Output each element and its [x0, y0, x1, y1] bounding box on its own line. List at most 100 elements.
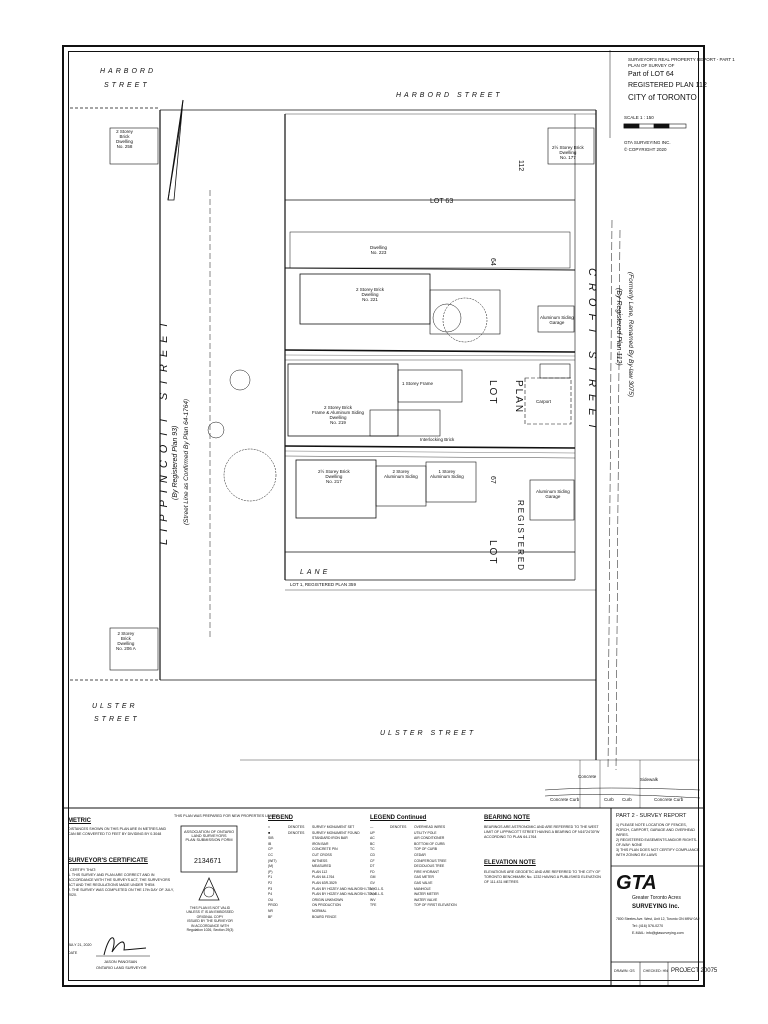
curb-label-4: Concrete Curb — [654, 797, 684, 802]
legend-symbol: CP — [268, 847, 273, 852]
legend-denotes — [288, 915, 312, 921]
frame-1-storey: 1 Storey Frame — [402, 381, 434, 386]
legend-description: PLAN BY HOZEY AND HALWOSH LTD., O.L.S. — [312, 886, 385, 891]
legend-symbol: DT — [370, 864, 375, 869]
legend-description: DECIDUOUS TREE — [414, 864, 445, 869]
harbord-left-2: STREET — [104, 82, 150, 89]
legend-description: MEASURED — [312, 864, 332, 869]
checked-by: CHECKED: HN — [643, 969, 668, 973]
stamp-top-note: THIS PLAN WAS PREPARED FOR NEW PROPERTIE… — [174, 814, 280, 818]
carport-label: Carport — [536, 399, 552, 404]
legend-symbol: CD — [370, 852, 375, 857]
lot-vertical-label-2: LOT — [487, 540, 498, 566]
certificate-heading: SURVEYOR'S CERTIFICATE — [68, 858, 148, 864]
gta-phone: Tel: (416) 576-0270 — [632, 924, 664, 928]
drawing-frame — [68, 51, 699, 981]
legend-symbol: AC — [370, 836, 375, 841]
certificate-date: JULY 21, 2020 — [68, 943, 92, 947]
legend-description: GAS METER — [414, 875, 434, 880]
legend-symbol: PROD — [268, 903, 278, 908]
legend-description: TOP OF FIRST ELEVATION — [414, 903, 457, 908]
legend-description: NORMAL — [312, 908, 327, 913]
bearing-text: BEARINGS ARE ASTRONOMIC AND ARE REFERRED… — [484, 825, 600, 839]
legend-description: IRON BAR — [312, 841, 329, 846]
croft-sub-1: (By Registered Plan 112) — [615, 288, 622, 366]
ulster-left-2: STREET — [94, 716, 140, 723]
legend-symbol: BC — [370, 841, 375, 846]
legend-row: MH MANHOLE — [370, 887, 457, 893]
legend-row: AC AIR CONDITIONER — [370, 836, 457, 842]
sidewalk-label: Sidewalk — [640, 777, 659, 782]
title-line-1: SURVEYOR'S REAL PROPERTY REPORT - PART 1 — [628, 57, 735, 62]
legend-description: MANHOLE — [414, 886, 431, 891]
certificate-lines: I CERTIFY THAT: 1. THIS SURVEY AND PLAN … — [68, 868, 174, 897]
legend-symbol: UP — [370, 830, 375, 835]
concrete-label: Concrete — [578, 774, 597, 779]
legend-symbol: MH — [370, 886, 376, 891]
croft-sub-2: (Formerly Lane, Renamed By By-law 3075) — [627, 272, 634, 397]
legend-symbol: OU — [268, 897, 274, 902]
legend-symbol: GV — [370, 880, 375, 885]
legend-description: ORIGIN UNKNOWN — [312, 897, 343, 902]
legend-description: SURVEY MONUMENT FOUND — [312, 830, 360, 835]
lot-67-label: 67 — [489, 476, 496, 484]
legend-symbol: WV — [370, 897, 376, 902]
legend-row: OU ORIGIN UNKNOWN — [268, 898, 384, 904]
legend-symbol: P1 — [268, 875, 273, 880]
legend-row: (M)MEASURED — [268, 864, 384, 870]
legend-description: GAS VALVE — [414, 880, 433, 885]
gta-address: 7800 Steeles Ave. West, Unit 12, Toronto… — [616, 917, 700, 921]
legend-symbol: GM — [370, 875, 376, 880]
title-line-2: PLAN OF SURVEY OF — [628, 63, 675, 68]
legend-description: UTILITY POLE — [414, 830, 437, 835]
metric-heading: METRIC — [68, 818, 91, 824]
legend-row: NR NORMAL — [268, 909, 384, 915]
curb-label-1: Concrete Curb — [550, 797, 580, 802]
legend-description: ON PRODUCTION — [312, 903, 341, 908]
legend-description: PLAN 112 — [312, 869, 328, 874]
lippincott-sub-2: (Street Line as Confirmed By Plan 64-176… — [183, 398, 190, 525]
legend-description: AIR CONDITIONER — [414, 836, 445, 841]
lippincott-street-label: LIPPINCOTT STREET — [158, 314, 170, 545]
ulster-left-1: ULSTER — [92, 703, 138, 710]
survey-report-lines: 1) PLEASE NOTE LOCATION OF FENCES, PORCH… — [616, 823, 700, 857]
curb-label-3: Curb — [622, 797, 632, 802]
legend-symbol: NR — [268, 908, 273, 913]
elevation-text: ELEVATIONS ARE GEODETIC AND ARE REFERRED… — [484, 870, 601, 884]
legend-row: GM GAS METER — [370, 875, 457, 881]
surveyor-role: ONTARIO LAND SURVEYOR — [96, 966, 147, 970]
title-firm: GTA SURVEYING INC. — [624, 140, 671, 145]
legend-symbol: TFE — [370, 903, 377, 908]
legend-symbol: CC — [268, 852, 273, 857]
legend-row: GV GAS VALVE — [370, 881, 457, 887]
legend-continued-heading: LEGEND Continued — [370, 815, 427, 821]
legend-symbol: WM — [370, 892, 377, 897]
legend-description: PLAN 63R-3529 — [312, 880, 337, 885]
legend-denotes: DENOTES — [288, 825, 305, 829]
metric-text: DISTANCES SHOWN ON THIS PLAN ARE IN METR… — [68, 827, 167, 836]
lippincott-sub-1: (By Registered Plan 93) — [172, 425, 179, 500]
legend-description: OVERHEAD WIRES — [414, 825, 446, 829]
lot-64-label: 64 — [489, 258, 496, 266]
